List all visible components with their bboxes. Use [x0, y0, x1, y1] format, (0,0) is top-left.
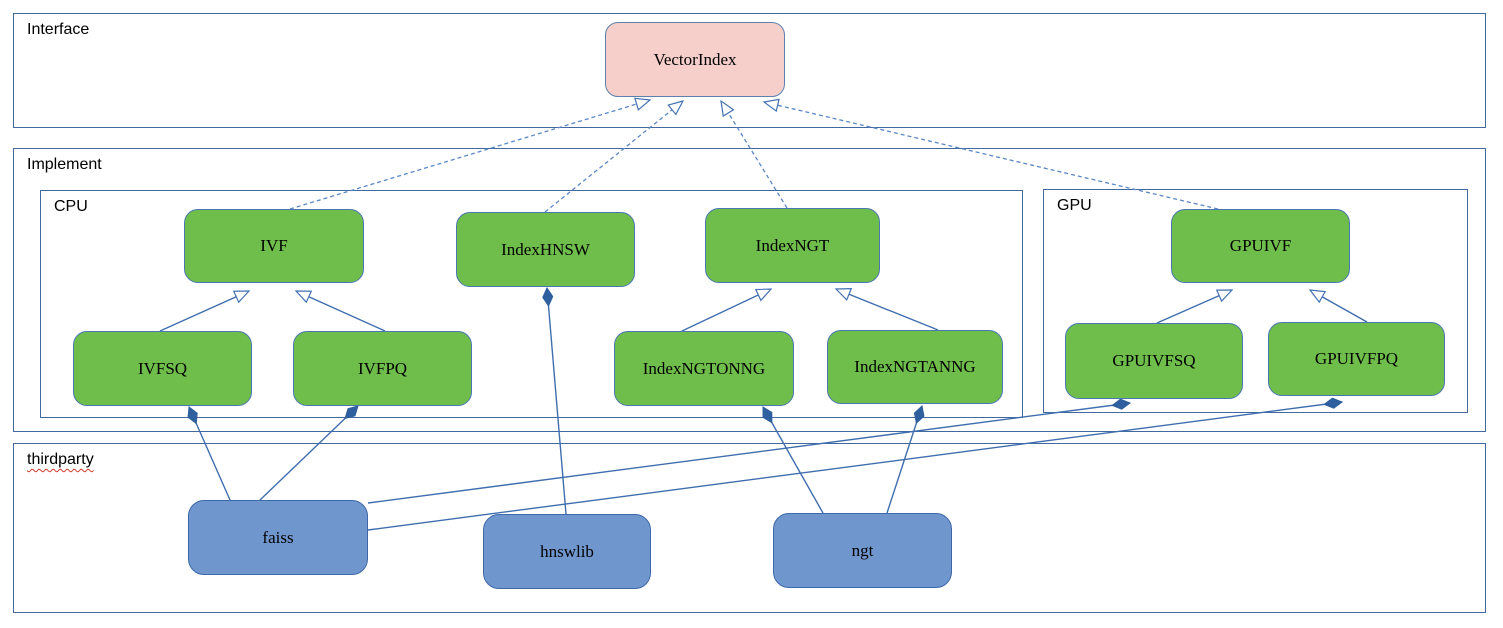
node-gpuivf-label: GPUIVF — [1229, 236, 1292, 255]
section-thirdparty-label: thirdparty — [27, 451, 94, 468]
node-faiss: faiss — [188, 500, 368, 575]
node-ngt: ngt — [773, 513, 952, 588]
node-indexngt: IndexNGT — [705, 208, 880, 283]
node-ivfsq-label: IVFSQ — [137, 358, 188, 378]
node-hnswlib-label: hnswlib — [540, 541, 594, 561]
node-faiss-label: faiss — [262, 527, 294, 547]
node-gpuivfsq-label: GPUIVFSQ — [1112, 351, 1196, 370]
section-interface-label: Interface — [27, 21, 90, 38]
node-ivf: IVF — [184, 209, 364, 283]
node-indexngt-label: IndexNGT — [755, 235, 830, 255]
node-indexngtanng: IndexNGTANNG — [827, 330, 1003, 404]
section-gpu-label: GPU — [1057, 197, 1092, 214]
node-ivfpq: IVFPQ — [293, 331, 472, 406]
node-gpuivfpq-label: GPUIVFPQ — [1314, 349, 1399, 368]
node-indexngtonng-label: IndexNGTONNG — [642, 358, 766, 378]
node-indexhnsw-label: IndexHNSW — [501, 239, 590, 259]
node-indexngtanng-label: IndexNGTANNG — [854, 357, 976, 376]
node-ngt-label: ngt — [851, 540, 874, 560]
node-ivf-label: IVF — [260, 236, 288, 255]
node-ivfsq: IVFSQ — [73, 331, 252, 406]
node-gpuivfsq: GPUIVFSQ — [1065, 323, 1243, 399]
node-ivfpq-label: IVFPQ — [357, 358, 408, 378]
node-gpuivf: GPUIVF — [1171, 209, 1350, 283]
node-indexngtonng: IndexNGTONNG — [614, 331, 794, 406]
node-vectorindex-label: VectorIndex — [653, 49, 737, 69]
node-gpuivfpq: GPUIVFPQ — [1268, 322, 1445, 396]
node-indexhnsw: IndexHNSW — [456, 212, 635, 287]
node-hnswlib: hnswlib — [483, 514, 651, 589]
node-vectorindex: VectorIndex — [605, 22, 785, 97]
section-cpu-label: CPU — [54, 198, 88, 215]
section-implement-label: Implement — [27, 156, 102, 173]
